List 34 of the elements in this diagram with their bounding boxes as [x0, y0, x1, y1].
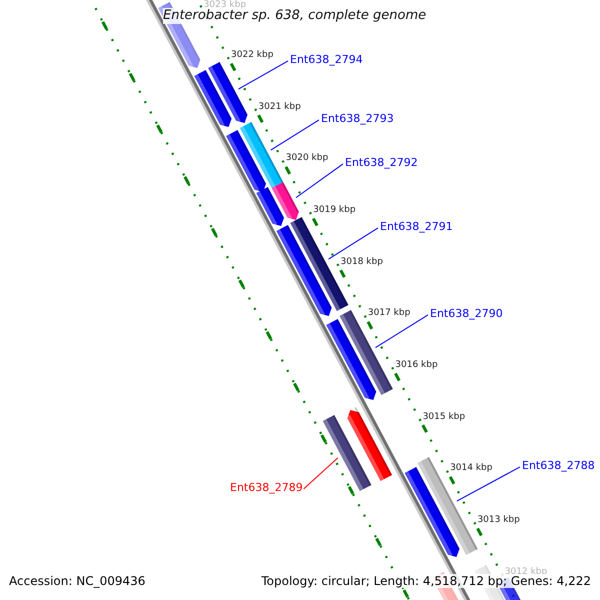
scale-label: 3016 kbp: [395, 360, 438, 371]
leader-line: [270, 119, 320, 151]
gene-band: [240, 122, 284, 188]
scale-label: 3012 kbp: [504, 566, 548, 577]
leader-line: [238, 60, 288, 90]
scale-label: 3019 kbp: [313, 205, 356, 216]
gene-band: [322, 415, 372, 491]
leader-line: [303, 457, 338, 490]
scale-label: 3015 kbp: [422, 412, 466, 422]
gene-band: [418, 457, 478, 555]
gene-feature: [272, 182, 299, 222]
scale-label: 3014 kbp: [450, 463, 492, 474]
scale-label: 3022 kbp: [231, 50, 274, 61]
scale-label: 3023 kbp: [204, 0, 246, 10]
gene-label: Ent638_2791: [380, 220, 453, 234]
gene-label: Ent638_2790: [430, 307, 503, 320]
gene-feature: [208, 62, 248, 124]
leader-line: [328, 227, 378, 260]
scale-label: 3020 kbp: [286, 153, 328, 164]
scale-label: 3018 kbp: [340, 256, 383, 268]
scale-label: 3013 kbp: [477, 514, 520, 526]
leader-line: [456, 466, 520, 502]
accession-text: Accession: NC_009436: [9, 574, 146, 588]
leader-line: [375, 314, 428, 348]
gene-band: [340, 310, 393, 395]
scale-label: 3021 kbp: [258, 102, 301, 112]
leader-line: [296, 163, 344, 198]
genome-title: Enterobacter sp. 638, complete genome: [163, 8, 426, 24]
gene-label: Ent638_2788: [522, 459, 595, 472]
gene-label: Ent638_2793: [321, 112, 394, 126]
scale-label: 3017 kbp: [368, 308, 410, 320]
gene-label: Ent638_2792: [345, 156, 418, 170]
gene-label: Ent638_2789: [230, 481, 303, 494]
gene-label: Ent638_2794: [290, 53, 363, 66]
